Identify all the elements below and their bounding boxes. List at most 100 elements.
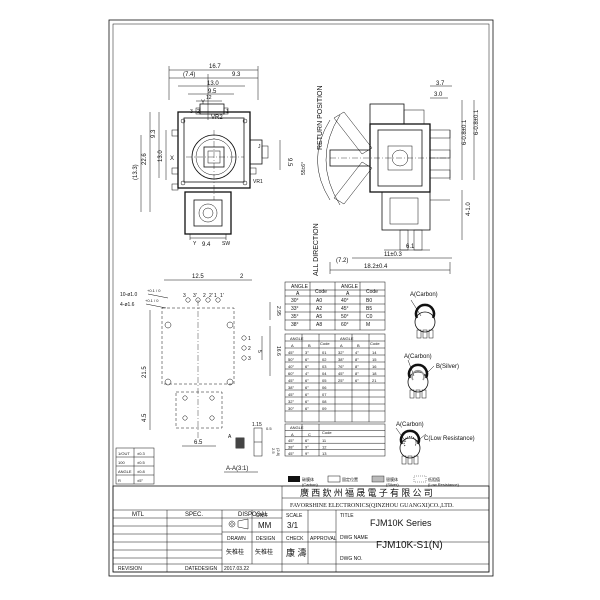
t1-cell: B5 (366, 306, 372, 312)
dim-13-0: 13.0 (207, 81, 219, 87)
t2-cell: 4° (355, 350, 359, 355)
t3-sub-a: A (291, 432, 294, 437)
label-title: TITLE (340, 513, 354, 519)
note-10-holes: 10-ø1.0 (120, 292, 137, 298)
t1-cell: 45° (341, 306, 349, 312)
t2-cell: 8° (355, 371, 359, 376)
check-name: 康 濤 (286, 547, 307, 558)
t2-cell: 14 (372, 350, 377, 355)
t1-cell: 50° (341, 314, 349, 320)
t1-cell: A8 (316, 322, 322, 328)
t2-cell: 45° (288, 350, 294, 355)
dim-3-0: 3.0 (434, 92, 443, 98)
dim-7-2: (7.2) (336, 258, 348, 264)
label-scale: SCALE (286, 513, 303, 519)
t2-cell: 01 (322, 350, 327, 355)
label-j: J (258, 144, 261, 150)
tolerance-value: ±0.3 (137, 451, 146, 456)
pin-label-r1: 1 (248, 336, 251, 342)
t2-cell: 32° (338, 350, 344, 355)
label-spec: SPEC. (185, 512, 203, 518)
resistor-patterns: A(Carbon) A(Carbon) B(Silver) A(Carbon) … (395, 292, 475, 465)
t2-cell: 05 (322, 378, 327, 383)
label-section-a-a: A-A(3:1) (226, 466, 248, 472)
t3-sub-c: C (308, 432, 311, 437)
t2-cell: 6° (305, 357, 309, 362)
legend: 碳膜体 (Carbon) 固定位置 银膜体 (Silver) 低阻值 (Low … (288, 475, 460, 487)
t3-cell: 12 (322, 444, 327, 449)
dim-18-2: 18.2±0.4 (364, 264, 388, 270)
drawn-name: 矢椎桂 (226, 548, 244, 556)
label-design: DESIGN (256, 536, 276, 542)
resistor-pattern-1 (410, 299, 436, 339)
t2-cell: 38° (288, 385, 294, 390)
pin-label-r2: 2 (248, 346, 251, 352)
tolerance-label: 100 (118, 460, 125, 465)
t1-cell: A0 (316, 298, 322, 304)
label-disposal: DISPOSAL (238, 512, 269, 518)
t2-head-angle2: ANGLE (340, 336, 354, 341)
t2-cell: 08 (322, 399, 327, 404)
dim-7-4: (7.4) (183, 72, 195, 78)
company-name-cn: 廣 西 欽 州 福 晟 電 子 有 限 公 司 (300, 487, 433, 498)
t1-head-angle2: ANGLE (341, 284, 359, 290)
t3-cell: 38° (288, 444, 294, 449)
t1-sub-a: A (296, 291, 300, 297)
t2-cell: 15 (372, 357, 377, 362)
projection-symbol (228, 520, 236, 528)
label-return-position: RETURN POSITION (317, 85, 324, 150)
legend-swatch-carbon (288, 476, 300, 482)
t2-cell: 25° (338, 378, 344, 383)
dim-12: 12 (206, 95, 212, 101)
t2-cell: 6° (305, 364, 309, 369)
dim-9-3: 9.3 (232, 72, 241, 78)
t1-cell: 35° (291, 314, 299, 320)
legend-mid: 固定位置 (342, 476, 358, 482)
dim-22-6: 22.6 (142, 153, 148, 165)
dim-3-7: 3.7 (436, 81, 445, 87)
pin-label-3p: 3' (193, 293, 197, 299)
t2-sub: B (357, 343, 360, 348)
label-date: DATE (185, 566, 199, 572)
design-name: 矢椎桂 (255, 548, 273, 556)
label-unit: UNIT (256, 513, 268, 519)
label-check: CHECK (286, 536, 304, 542)
dim-13-0-left: 13.0 (158, 150, 164, 162)
t1-cell: 30° (291, 298, 299, 304)
t2-cell: 45° (288, 392, 294, 397)
t2-sub: A (291, 343, 294, 348)
pin-label-1: 1 (214, 293, 217, 299)
t3-cell: 11 (322, 438, 327, 443)
t2-cell: 18 (372, 371, 377, 376)
unit-value: MM (258, 521, 272, 530)
dim-pin-b: 6-0.8±0.1 (474, 109, 480, 135)
label-design-bottom: DESIGN (198, 566, 218, 572)
dim-16-7: 16.7 (209, 64, 221, 70)
legend-low-en: (Low Resistance) (428, 482, 460, 487)
t2-cell: 03 (322, 364, 327, 369)
legend-carbon-cn: 碳膜体 (302, 476, 314, 482)
dim-2-5: 2.5 (271, 448, 276, 454)
tolerance-label: R (118, 478, 121, 483)
label-y-bottom: Y (193, 241, 197, 247)
t2-cell: 6° (305, 392, 309, 397)
t2-head-code2: Code (370, 341, 380, 346)
resistor-pattern-3 (395, 427, 427, 465)
t2-head-angle: ANGLE (290, 336, 304, 341)
t3-cell: 13 (322, 451, 327, 456)
dim-1-15: 1.15 (252, 422, 262, 428)
legend-silver-cn: 银膜体 (386, 476, 398, 482)
angle-table-3 (284, 423, 386, 457)
dim-13-3: (13.3) (133, 164, 139, 180)
dim-0-5: 0.5 (266, 426, 272, 431)
dim-2-95: 2.95 (275, 306, 281, 316)
t1-head-code2: Code (366, 289, 378, 295)
label-r2-silver: B(Silver) (436, 364, 459, 370)
drawing-date: 2017.03.22 (224, 566, 249, 572)
t2-cell: 6° (305, 399, 309, 404)
t2-cell: 8° (355, 364, 359, 369)
label-sw: SW (222, 241, 230, 247)
pin-label-3: 3 (183, 293, 186, 299)
